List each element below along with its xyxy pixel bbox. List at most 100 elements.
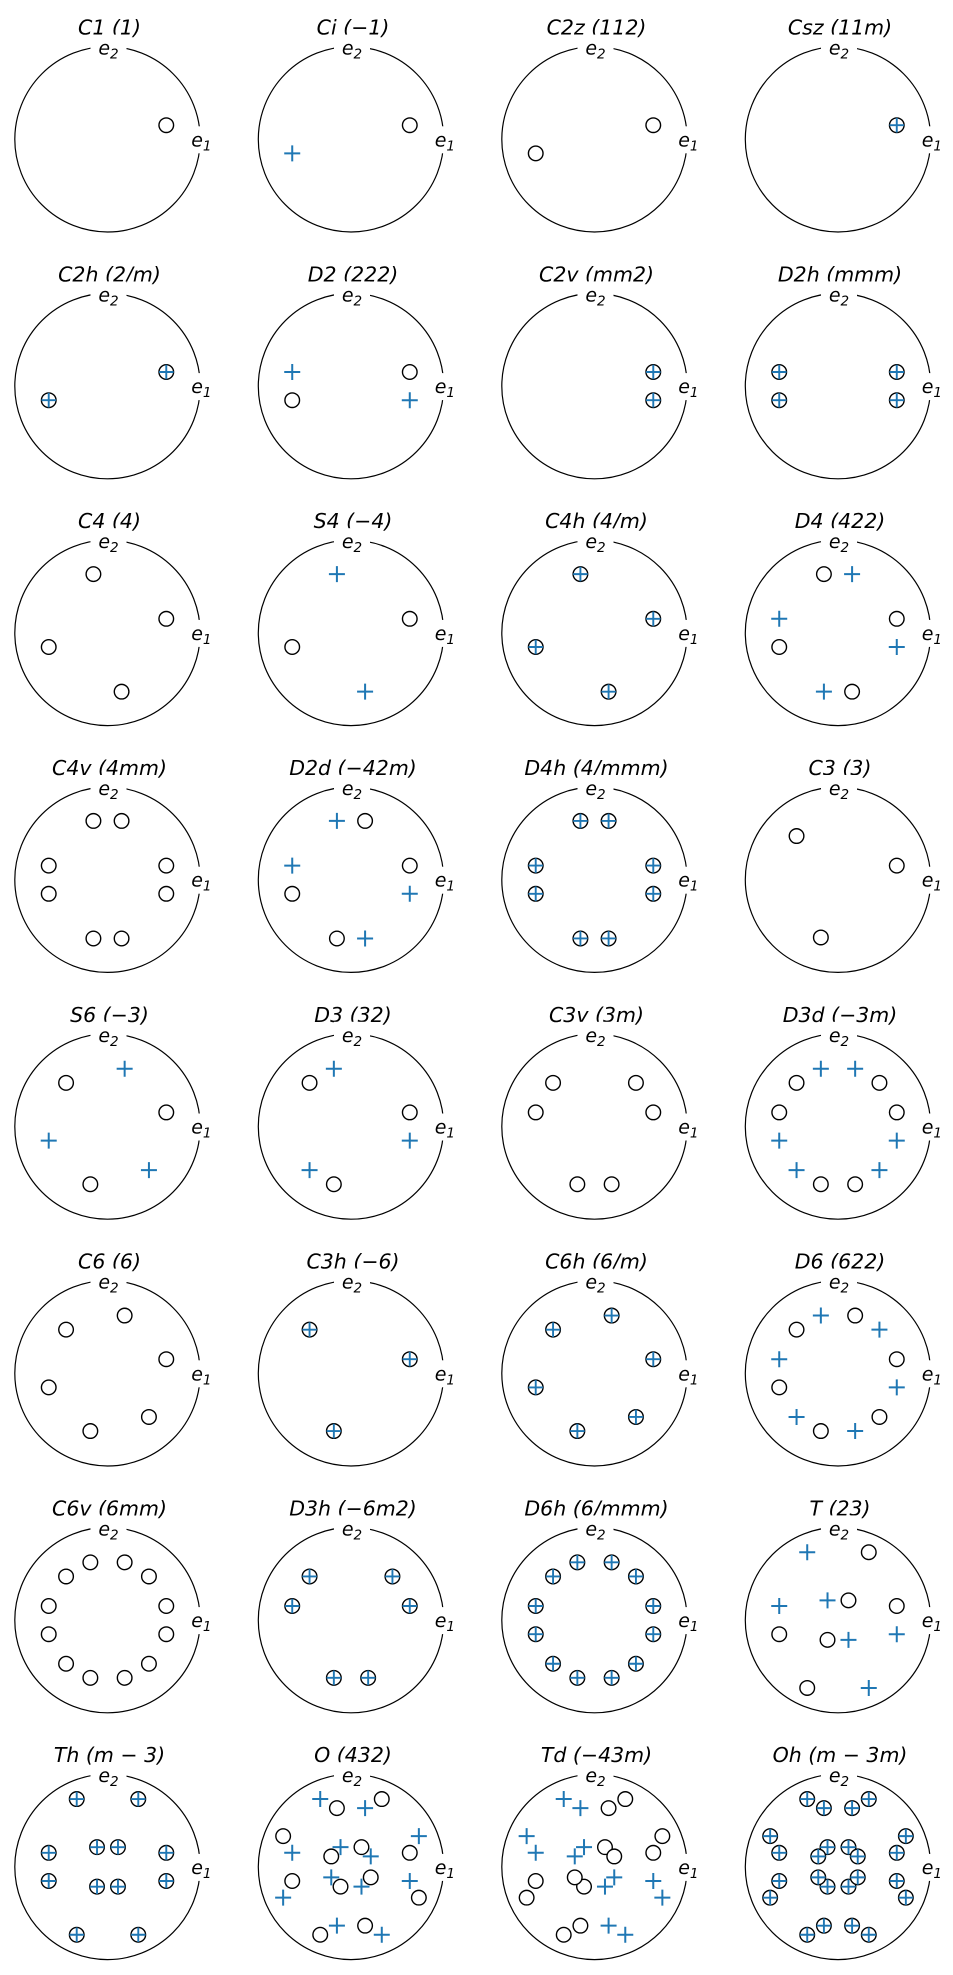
marker-circle [284, 638, 301, 655]
label-gap [90, 1515, 127, 1539]
axis-label-e2: e2 [829, 284, 849, 309]
marker-circle-plus [570, 1670, 585, 1686]
marker-circle [158, 1598, 175, 1615]
marker-plus [401, 1872, 418, 1889]
axis-label-e1: e1 [922, 1610, 942, 1635]
label-gap [577, 775, 614, 798]
marker-circle [572, 1917, 589, 1934]
axis-label-e2: e2 [98, 1765, 118, 1790]
marker-circle-plus [820, 1839, 835, 1855]
marker-circle-plus [810, 1870, 826, 1885]
stereogram-boundary [744, 292, 932, 480]
marker-circle [788, 828, 805, 845]
marker-circle-plus [110, 1879, 126, 1894]
label-gap [821, 1762, 857, 1786]
marker-plus [888, 1132, 905, 1149]
stereogram-boundary [501, 46, 688, 233]
marker-circle-plus [69, 1791, 85, 1807]
label-gap [334, 528, 370, 552]
stereogram-boundary [257, 1526, 445, 1714]
marker-circle [518, 1889, 535, 1906]
marker-circle [158, 117, 175, 134]
marker-circle [312, 1926, 329, 1943]
axis-label-e1: e1 [191, 1117, 211, 1142]
marker-circle [871, 1074, 888, 1091]
marker-circle [627, 1074, 644, 1091]
label-gap [189, 126, 222, 154]
stereogram-boundary [501, 1526, 688, 1714]
label-gap [821, 281, 857, 305]
axis-label-e1: e1 [191, 1857, 211, 1882]
marker-plus [799, 1544, 816, 1561]
marker-circle-plus [645, 392, 661, 408]
marker-plus [840, 1631, 857, 1648]
marker-circle [116, 1554, 133, 1571]
marker-circle-plus [385, 1569, 400, 1584]
axis-label-e2: e2 [829, 1025, 849, 1050]
label-gap [334, 1515, 370, 1539]
label-gap [334, 1021, 370, 1045]
label-gap [90, 528, 127, 552]
marker-circle [888, 857, 905, 874]
marker-circle-plus [573, 813, 588, 829]
marker-plus [357, 1800, 374, 1817]
axis-label-e1: e1 [191, 1363, 211, 1388]
axis-label-e1: e1 [191, 376, 211, 401]
stereogram-boundary [257, 46, 445, 233]
label-gap [90, 281, 127, 305]
label-gap [432, 1607, 465, 1635]
marker-circle-plus [604, 1308, 619, 1323]
label-gap [189, 619, 222, 647]
marker-circle [85, 812, 102, 829]
marker-circle-plus [604, 1670, 619, 1686]
marker-plus [860, 1679, 877, 1696]
marker-circle [645, 1104, 662, 1121]
marker-plus [323, 1869, 340, 1886]
marker-circle-plus [645, 364, 661, 380]
marker-circle-plus [402, 1351, 418, 1367]
marker-circle-plus [771, 364, 787, 380]
marker-plus [812, 1307, 829, 1324]
label-gap [189, 866, 222, 894]
label-gap [189, 373, 222, 401]
label-gap [432, 1113, 465, 1141]
marker-circle [799, 1679, 816, 1696]
marker-circle-plus [41, 1873, 57, 1889]
marker-circle [645, 1844, 662, 1861]
marker-plus [847, 1423, 864, 1440]
marker-circle [847, 1307, 864, 1324]
marker-circle [654, 1828, 671, 1845]
stereogram-boundary [14, 1033, 201, 1220]
marker-circle-plus [302, 1569, 317, 1584]
marker-plus [328, 566, 345, 583]
axis-label-e2: e2 [342, 1025, 362, 1050]
stereogram-boundary [14, 539, 201, 727]
marker-circle [410, 1889, 427, 1906]
axis-label-e2: e2 [829, 1518, 849, 1543]
axis-label-e1: e1 [922, 129, 942, 154]
marker-circle-plus [645, 611, 661, 627]
marker-circle [788, 1321, 805, 1338]
label-gap [432, 1853, 465, 1881]
axis-label-e2: e2 [98, 1518, 118, 1543]
label-gap [676, 1607, 709, 1635]
marker-circle [401, 857, 418, 874]
marker-plus [617, 1926, 634, 1943]
axis-label-e2: e2 [342, 531, 362, 556]
axis-label-e1: e1 [435, 870, 455, 895]
marker-circle-plus [89, 1879, 105, 1894]
stereogram-boundary [257, 1773, 445, 1961]
label-gap [919, 1853, 952, 1881]
marker-circle [860, 1544, 877, 1561]
marker-plus [410, 1828, 427, 1845]
stereogram-boundary [744, 539, 932, 727]
label-gap [676, 1360, 709, 1388]
axis-label-e2: e2 [98, 1272, 118, 1297]
